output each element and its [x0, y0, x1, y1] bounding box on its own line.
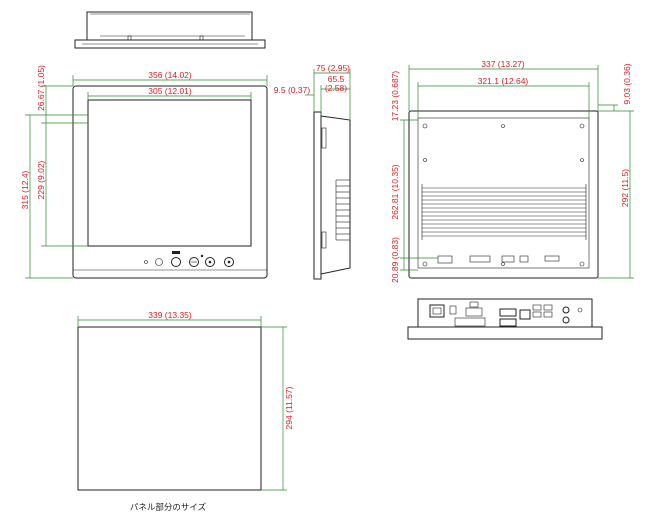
front-view: [72, 85, 268, 279]
rear-top-right-label: 9.03 (0.36): [622, 63, 632, 104]
rear-height-label: 292 (11.5): [620, 169, 630, 207]
front-screen-height-label: 229 (9.02): [36, 160, 46, 199]
front-height-label: 315 (12.4): [20, 170, 30, 209]
cutout-height-label: 294 (11.57): [284, 386, 294, 429]
front-dimension-lines: [25, 75, 268, 279]
rear-view: [408, 110, 599, 279]
side-body-depth-label-a: 65.5: [328, 74, 345, 84]
rear-heatsink-fins: [421, 184, 587, 240]
front-screen-width-label: 305 (12.01): [148, 86, 192, 96]
rear-screws: [422, 123, 585, 267]
front-top-offset-label: 26.67 (1.05): [36, 65, 46, 111]
rear-top-offset-label: 17.23 (0.687): [390, 71, 400, 122]
rear-inner-height-label: 262.81 (10.35): [390, 164, 400, 219]
side-depth-label: 75 (2.95): [316, 63, 350, 73]
cutout-caption: パネル部分のサイズ: [130, 502, 207, 513]
side-view: [313, 111, 351, 280]
side-heatsink-fins: [335, 179, 350, 241]
rear-bottom-offset-label: 20.89 (0.83): [390, 237, 400, 283]
front-buttons: [144, 251, 234, 267]
front-width-label: 356 (14.02): [148, 70, 192, 80]
panel-cutout: [77, 316, 287, 491]
side-body-depth-label-b: (2.58): [325, 83, 347, 93]
side-bezel-label: 9.5 (0.37): [274, 85, 311, 95]
top-view: [74, 11, 266, 49]
cutout-width-label: 339 (13.35): [148, 310, 192, 320]
bottom-io-view: [407, 298, 603, 340]
rear-inner-width-label: 321.1 (12.64): [478, 76, 529, 86]
side-dimension-lines: [305, 69, 351, 120]
rear-dimension-lines: [400, 65, 634, 279]
rear-io-ports: [437, 255, 560, 264]
rear-width-label: 337 (13.27): [481, 59, 525, 69]
